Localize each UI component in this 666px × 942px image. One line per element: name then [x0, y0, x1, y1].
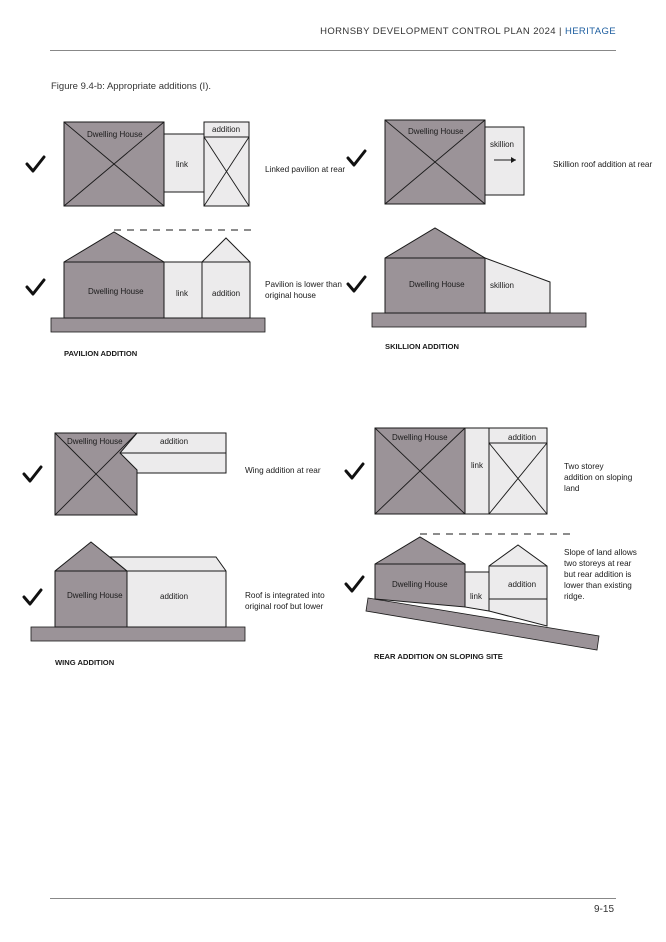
arrow-icon — [511, 157, 516, 163]
rear-elevation: Dwelling House link addition Slope of la… — [344, 533, 637, 661]
label-link: link — [176, 289, 189, 298]
note-pavilion-lower-2: original house — [265, 291, 316, 300]
pavilion-plan: Dwelling House link addition Linked pavi… — [25, 121, 345, 207]
running-header: HORNSBY DEVELOPMENT CONTROL PLAN 2024 | … — [320, 26, 616, 37]
addition-elevation — [488, 544, 548, 627]
wing-plan: Dwelling House addition Wing addition at… — [22, 432, 321, 516]
check-icon — [22, 465, 43, 483]
label-skillion: skillion — [490, 140, 514, 149]
note-slope-4: lower than existing — [564, 581, 632, 590]
note-two-storey-1: Two storey — [564, 462, 604, 471]
house-elevation — [374, 536, 466, 608]
ground — [371, 312, 587, 328]
sloping-ground — [365, 597, 600, 651]
rear-title: REAR ADDITION ON SLOPING SITE — [374, 652, 503, 661]
label-link: link — [176, 160, 189, 169]
note-roof-integrated-1: Roof is integrated into — [245, 591, 325, 600]
house-elevation — [384, 227, 486, 314]
check-icon — [25, 278, 46, 296]
note-pavilion-lower-1: Pavilion is lower than — [265, 280, 342, 289]
label-dwelling-house: Dwelling House — [88, 287, 144, 296]
note-roof-integrated-2: original roof but lower — [245, 602, 324, 611]
link-plan — [464, 427, 490, 515]
check-icon — [344, 462, 365, 480]
note-slope-1: Slope of land allows — [564, 548, 637, 557]
label-link: link — [471, 461, 484, 470]
addition-elevation — [201, 237, 251, 319]
ground — [30, 626, 246, 642]
label-addition: addition — [160, 592, 188, 601]
page-number: 9-15 — [593, 904, 614, 915]
footer-rule — [50, 898, 616, 899]
note-skillion-roof: Skillion roof addition at rear — [553, 160, 652, 169]
addition-plan — [488, 427, 548, 515]
skillion-title: SKILLION ADDITION — [385, 342, 459, 351]
check-icon — [346, 149, 367, 167]
skillion-plan-rect — [484, 126, 525, 196]
link-plan — [163, 133, 205, 193]
pavilion-elevation: Dwelling House link addition Pavilion is… — [25, 229, 342, 358]
header-separator: | — [559, 26, 562, 37]
label-addition: addition — [160, 437, 188, 446]
note-two-storey-3: land — [564, 484, 580, 493]
label-dwelling-house: Dwelling House — [409, 280, 465, 289]
label-dwelling-house: Dwelling House — [392, 580, 448, 589]
check-icon — [22, 588, 43, 606]
wing-title: WING ADDITION — [55, 658, 114, 667]
house-elevation — [63, 231, 165, 319]
wing-elevation: Dwelling House addition Roof is integrat… — [22, 541, 325, 667]
skillion-elevation-shape — [484, 257, 551, 314]
header-rule — [50, 50, 616, 51]
addition-plan — [203, 121, 250, 207]
skillion-elevation: Dwelling House skillion SKILLION ADDITIO… — [346, 227, 587, 351]
check-icon — [344, 575, 365, 593]
check-icon — [346, 275, 367, 293]
label-dwelling-house: Dwelling House — [87, 130, 143, 139]
label-link: link — [470, 592, 483, 601]
house-elevation — [54, 541, 128, 628]
label-addition: addition — [508, 433, 536, 442]
note-slope-3: but rear addition is — [564, 570, 631, 579]
label-dwelling-house: Dwelling House — [408, 127, 464, 136]
note-wing-addition: Wing addition at rear — [245, 466, 321, 475]
note-slope-2: two storeys at rear — [564, 559, 632, 568]
note-slope-5: ridge. — [564, 592, 584, 601]
label-addition: addition — [212, 125, 240, 134]
ground — [50, 317, 266, 333]
skillion-plan: Dwelling House skillion Skillion roof ad… — [346, 119, 652, 205]
label-dwelling-house: Dwelling House — [67, 591, 123, 600]
header-doc-title: HORNSBY DEVELOPMENT CONTROL PLAN 2024 — [320, 26, 556, 37]
check-icon — [25, 155, 46, 173]
label-addition: addition — [508, 580, 536, 589]
figure-caption: Figure 9.4-b: Appropriate additions (I). — [51, 81, 212, 92]
label-dwelling-house: Dwelling House — [392, 433, 448, 442]
rear-plan: Dwelling House link addition Two storey … — [344, 427, 633, 515]
label-dwelling-house: Dwelling House — [67, 437, 123, 446]
pavilion-title: PAVILION ADDITION — [64, 349, 137, 358]
label-skillion: skillion — [490, 281, 514, 290]
header-section: HERITAGE — [564, 26, 616, 37]
note-linked-pavilion: Linked pavilion at rear — [265, 165, 345, 174]
note-two-storey-2: addition on sloping — [564, 473, 633, 482]
label-addition: addition — [212, 289, 240, 298]
